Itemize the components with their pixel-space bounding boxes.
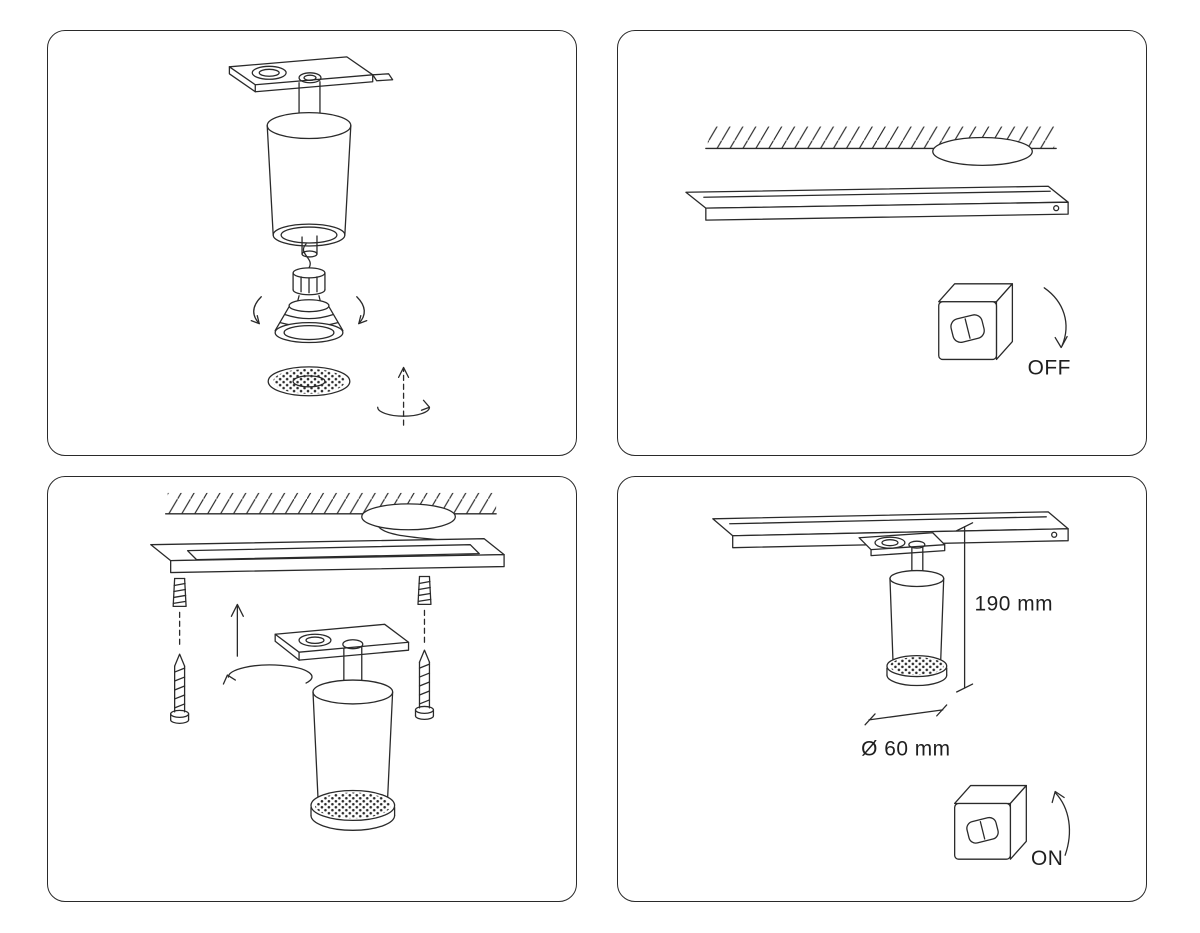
switch-off-label: OFF bbox=[1028, 356, 1071, 379]
gu10-bulb bbox=[274, 295, 344, 344]
rotate-lock-arrow-icon bbox=[222, 664, 313, 685]
rotate-bulb-arrows-icon bbox=[250, 296, 368, 325]
wall-switch-icon bbox=[954, 784, 1027, 860]
junction-box bbox=[932, 136, 1033, 167]
diffuser-ring bbox=[267, 366, 351, 397]
track-rail bbox=[685, 185, 1069, 221]
rotate-ring-arrow-icon bbox=[377, 366, 431, 426]
switch-on-label: ON bbox=[1031, 847, 1063, 870]
switch-up-arrow-icon bbox=[1051, 790, 1071, 856]
height-dimension-label: 190 mm bbox=[975, 592, 1053, 615]
diameter-dimension-line bbox=[864, 704, 948, 726]
spotlight-assembled bbox=[274, 623, 410, 831]
panel-power-off: OFF bbox=[617, 30, 1147, 456]
height-dimension-line bbox=[956, 522, 974, 693]
spotlight-installed bbox=[886, 546, 948, 687]
panel-mounting bbox=[47, 476, 577, 902]
switch-down-arrow-icon bbox=[1043, 287, 1068, 349]
panel-lamp-assembly bbox=[47, 30, 577, 456]
right-screw-and-anchor bbox=[414, 575, 435, 721]
track-adapter bbox=[858, 532, 946, 557]
panel-power-on: 190 mm Ø 60 mm ON bbox=[617, 476, 1147, 902]
wall-switch-icon bbox=[938, 283, 1014, 361]
spot-body-cylinder bbox=[266, 81, 352, 269]
left-screw-and-anchor bbox=[170, 577, 190, 724]
diameter-dimension-label: Ø 60 mm bbox=[861, 738, 950, 761]
track-adapter bbox=[228, 56, 394, 93]
lamp-holder bbox=[292, 267, 326, 296]
lift-up-arrow-icon bbox=[230, 603, 244, 657]
track-rail bbox=[150, 538, 505, 574]
